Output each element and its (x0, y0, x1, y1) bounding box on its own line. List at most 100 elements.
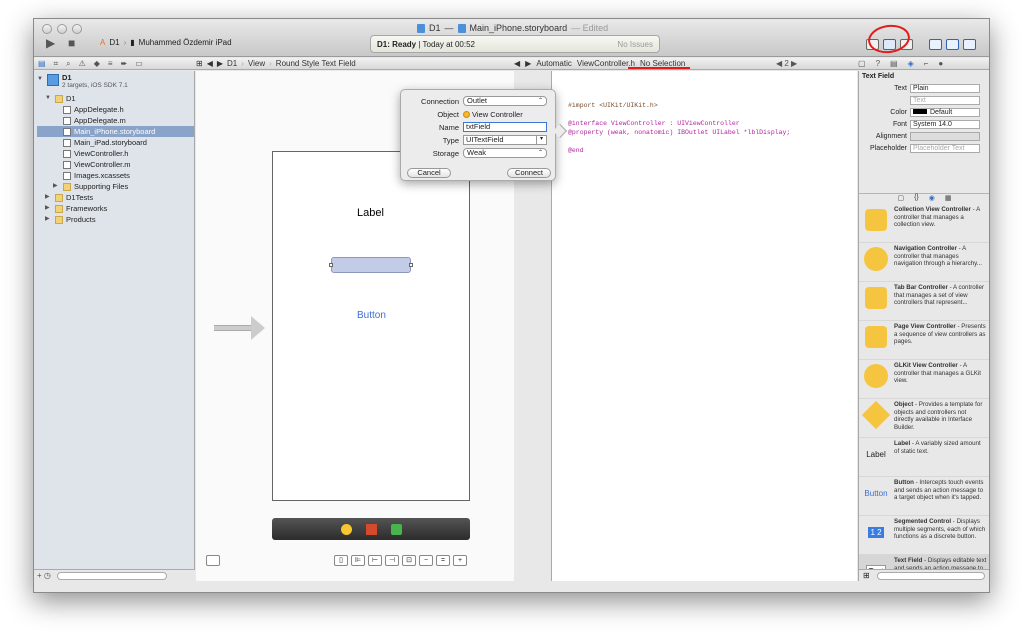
media-library-icon[interactable]: ▦ (944, 195, 952, 202)
navigator-item[interactable]: AppDelegate.h (37, 104, 194, 115)
color-select[interactable]: Default (910, 107, 980, 117)
scene-text-field[interactable] (329, 257, 413, 273)
jump-item-textfield[interactable]: Round Style Text Field (275, 59, 356, 68)
cancel-button[interactable]: Cancel (407, 168, 451, 178)
navigator-item[interactable]: ▶D1Tests (37, 192, 194, 203)
navigator-item[interactable]: ViewController.h (37, 148, 194, 159)
form-factor-icon[interactable]: ▯ (334, 555, 348, 566)
project-navigator-icon[interactable]: ▤ (38, 59, 46, 68)
jump-item-mode[interactable]: Automatic (536, 59, 572, 68)
navigator-item[interactable]: ▶Products (37, 214, 194, 225)
size-inspector-icon[interactable]: ⌐ (923, 59, 929, 68)
disclosure-triangle-icon[interactable]: ▶ (45, 194, 50, 200)
library-item[interactable]: Collection View Controller - A controlle… (859, 204, 989, 243)
project-root[interactable]: ▼ D1 2 targets, iOS SDK 7.1 (37, 73, 128, 90)
resolve-icon[interactable]: ⊣ (385, 555, 399, 566)
resize-handle-left[interactable] (329, 263, 333, 267)
pin-icon[interactable]: ⊢ (368, 555, 382, 566)
object-library-icon[interactable]: ◉ (928, 195, 935, 202)
scene-label[interactable]: Label (357, 207, 384, 219)
placeholder-input[interactable]: Placeholder Text (910, 143, 980, 153)
jump-item-file[interactable]: ViewController.h (576, 59, 635, 68)
zoom-in-icon[interactable]: + (453, 555, 467, 566)
navigator-filter-input[interactable] (57, 571, 168, 580)
connection-select[interactable]: Outlet (463, 96, 547, 106)
assistant-code-editor[interactable]: #import <UIKit/UIKit.h> @interface ViewC… (551, 71, 857, 581)
navigator-item[interactable]: AppDelegate.m (37, 115, 194, 126)
toggle-utilities-button[interactable] (963, 39, 976, 50)
standard-editor-button[interactable] (866, 39, 879, 50)
related-items-icon[interactable]: ⊞ (196, 59, 203, 68)
library-item[interactable]: GLKit View Controller - A controller tha… (859, 360, 989, 399)
view-controller-icon[interactable] (340, 523, 352, 535)
test-navigator-icon[interactable]: ◆ (93, 59, 100, 68)
run-button[interactable]: ▶ (46, 36, 56, 50)
align-icon[interactable]: ⊫ (351, 555, 365, 566)
log-navigator-icon[interactable]: ▭ (135, 59, 143, 68)
navigator-item[interactable]: ▶Supporting Files (37, 181, 194, 192)
file-inspector-icon[interactable]: ▢ (858, 59, 866, 68)
stop-button[interactable]: ■ (68, 36, 76, 50)
minimize-window-button[interactable] (57, 24, 67, 34)
navigator-item[interactable]: Images.xcassets (37, 170, 194, 181)
navigator-item[interactable]: ▼D1 (37, 93, 194, 104)
forward-icon[interactable]: ▶ (216, 59, 224, 68)
toggle-debug-button[interactable] (946, 39, 959, 50)
close-window-button[interactable] (42, 24, 52, 34)
storage-select[interactable]: Weak (463, 148, 547, 158)
version-editor-button[interactable] (900, 39, 913, 50)
jump-item-selection[interactable]: No Selection (640, 59, 686, 68)
disclosure-triangle-icon[interactable]: ▼ (37, 76, 43, 82)
add-icon[interactable]: + (37, 571, 42, 580)
scheme-selector[interactable]: A D1 › ▮ Muhammed Özdemir iPad (100, 38, 232, 47)
assistant-editor-button[interactable] (883, 39, 896, 50)
zoom-out-icon[interactable]: − (419, 555, 433, 566)
library-item[interactable]: Object - Provides a template for objects… (859, 399, 989, 438)
disclosure-triangle-icon[interactable]: ▶ (45, 216, 50, 222)
navigator-item[interactable]: Main_iPad.storyboard (37, 137, 194, 148)
first-responder-icon[interactable] (365, 523, 377, 535)
library-item[interactable]: Page View Controller - Presents a sequen… (859, 321, 989, 360)
attributes-inspector-icon[interactable]: ◈ (907, 59, 914, 68)
text-type-select[interactable]: Plain (910, 83, 980, 93)
library-item[interactable]: TextText Field - Displays editable text … (859, 555, 989, 569)
exit-icon[interactable] (390, 523, 402, 535)
resize-handle-right[interactable] (409, 263, 413, 267)
file-template-icon[interactable]: ▢ (897, 195, 905, 202)
zoom-reset-icon[interactable]: = (436, 555, 450, 566)
disclosure-triangle-icon[interactable]: ▶ (45, 205, 50, 211)
jump-item-project[interactable]: D1 (227, 59, 238, 68)
jump-item-view[interactable]: View (247, 59, 266, 68)
symbol-navigator-icon[interactable]: ⌗ (53, 59, 59, 68)
document-outline-button[interactable] (206, 555, 220, 566)
library-filter-input[interactable] (877, 572, 985, 580)
navigator-item[interactable]: ▶Frameworks (37, 203, 194, 214)
library-item[interactable]: Navigation Controller - A controller tha… (859, 243, 989, 282)
debug-navigator-icon[interactable]: ≡ (107, 59, 113, 68)
recent-filter-icon[interactable]: ◷ (43, 571, 51, 580)
toggle-navigator-button[interactable] (929, 39, 942, 50)
text-value-input[interactable]: Text (910, 95, 980, 105)
connections-inspector-icon[interactable]: ● (938, 59, 944, 68)
identity-inspector-icon[interactable]: ▤ (890, 59, 898, 68)
connect-button[interactable]: Connect (507, 168, 551, 178)
library-item[interactable]: Tab Bar Controller - A controller that m… (859, 282, 989, 321)
back-icon[interactable]: ◀ (514, 59, 521, 68)
navigator-item[interactable]: ViewController.m (37, 159, 194, 170)
disclosure-triangle-icon[interactable]: ▶ (53, 183, 58, 189)
type-combo[interactable]: UITextField (463, 135, 547, 145)
counterpart-pager[interactable]: ◀ 2 ▶ (776, 59, 798, 68)
forward-icon[interactable]: ▶ (525, 59, 532, 68)
code-snippet-icon[interactable]: {} (914, 194, 919, 201)
issue-navigator-icon[interactable]: ⚠ (78, 59, 86, 68)
view-controller-scene[interactable]: Label Button (272, 151, 470, 501)
disclosure-triangle-icon[interactable]: ▼ (45, 95, 51, 101)
zoom-window-button[interactable] (72, 24, 82, 34)
breakpoint-navigator-icon[interactable]: ➨ (120, 59, 128, 68)
quick-help-icon[interactable]: ? (875, 59, 881, 68)
outlet-name-input[interactable]: txtField (463, 122, 547, 132)
find-navigator-icon[interactable]: ⌕ (66, 59, 71, 68)
